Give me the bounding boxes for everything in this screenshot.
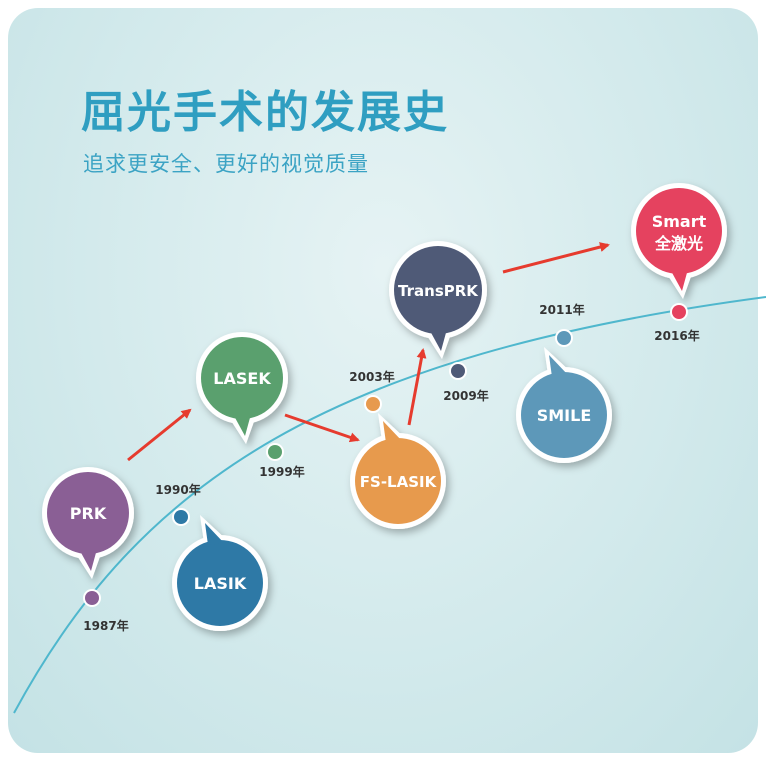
bubble-transprk [389,241,487,359]
arrow-prk-to-lasek [127,408,192,462]
bubble-label: LASEK [213,369,271,388]
bubble-lasik [172,515,268,631]
page-title: 屈光手术的发展史 [81,87,449,138]
timeline-dot [672,305,686,319]
bubble-label: Smart [652,212,707,231]
bubble-smile [516,347,612,463]
timeline-dot [85,591,99,605]
bubble-smart [631,183,727,299]
milestone-transprk: TransPRK 2009年 [389,241,489,403]
milestone-lasik: LASIK 1990年 [155,482,268,631]
page-subtitle: 追求更安全、更好的视觉质量 [83,152,369,176]
bubble-label: LASIK [194,574,247,593]
milestone-smile: SMILE 2011年 [516,302,612,463]
bubble-label: SMILE [537,406,592,425]
timeline-dot [174,510,188,524]
bubble-label: PRK [70,504,107,523]
arrow-lasek-to-fslasik [284,413,360,443]
milestone-smart: Smart 全激光 2016年 [631,183,727,343]
timeline-card: 屈光手术的发展史 追求更安全、更好的视觉质量 [8,8,758,753]
year-label: 1999年 [259,464,304,479]
timeline-curve [13,296,766,714]
milestones: PRK 1987年 LASIK 1990年 LASEK 1999年 FS-LASIK 2003… [42,183,727,633]
timeline-dot [557,331,571,345]
year-label: 1987年 [83,618,128,633]
year-label: 1990年 [155,482,200,497]
year-label: 2011年 [539,302,584,317]
bubble-label: TransPRK [398,282,479,300]
bubble-lasek [196,332,288,444]
bubble-prk [42,467,134,579]
milestone-prk: PRK 1987年 [42,467,134,633]
year-label: 2016年 [654,328,699,343]
timeline-dot [366,397,380,411]
year-label: 2009年 [443,388,488,403]
bubble-label: FS-LASIK [360,473,438,491]
progression-arrows [127,242,610,462]
arrow-transprk-to-smart [502,242,610,274]
year-label: 2003年 [349,369,394,384]
timeline-dot [268,445,282,459]
milestone-lasek: LASEK 1999年 [196,332,305,479]
bubble-sublabel: 全激光 [654,234,703,253]
milestone-fs-lasik: FS-LASIK 2003年 [349,369,446,529]
arrow-fslasik-to-transprk [407,348,427,426]
timeline-dot [451,364,465,378]
bubble-fs-lasik [350,413,446,529]
